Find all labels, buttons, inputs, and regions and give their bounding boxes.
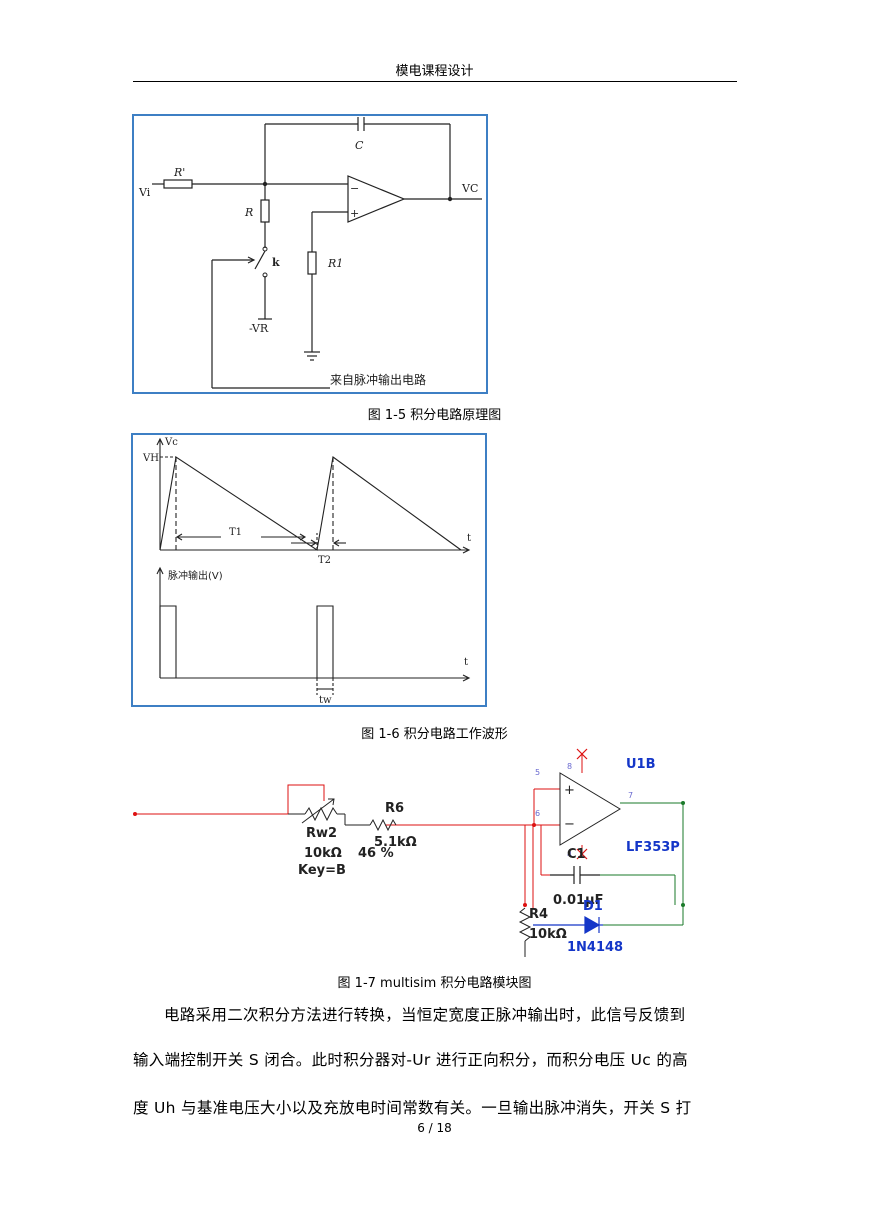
- label-rw2-key: Key=B: [298, 863, 346, 878]
- label-switch-k: k: [272, 256, 280, 269]
- figure2-caption: 图 1-6 积分电路工作波形: [361, 727, 508, 742]
- label-r6: R6: [385, 801, 404, 816]
- label-vi: Vi: [138, 186, 151, 199]
- label-vc-axis: Vc: [164, 437, 178, 448]
- label-rw2-value: 10kΩ: [304, 846, 342, 861]
- label-d1: D1: [583, 899, 603, 914]
- pin-5-label: 5: [535, 768, 540, 777]
- figure-waveforms: Vc VH T1 T2 t t tw 脉冲输出(V): [131, 433, 487, 707]
- label-neg-vr: -VR: [249, 322, 269, 335]
- figure3-caption: 图 1-7 multisim 积分电路模块图: [337, 976, 532, 991]
- label-t-lower: t: [464, 657, 468, 668]
- label-t-upper: t: [467, 533, 471, 544]
- label-r1: R1: [327, 257, 343, 270]
- label-u1b: U1B: [626, 757, 656, 772]
- opamp-minus-sign: −: [350, 182, 359, 195]
- label-vc: VC: [461, 182, 478, 195]
- label-pulse-source-note: 来自脉冲输出电路: [330, 372, 426, 387]
- figure1-caption: 图 1-5 积分电路原理图: [367, 408, 502, 423]
- pin-8-label: 8: [567, 762, 572, 771]
- label-r4-value: 10kΩ: [529, 927, 567, 942]
- pin-4-label: 4: [567, 850, 572, 859]
- label-c: C: [355, 139, 364, 152]
- label-vh: VH: [142, 453, 159, 464]
- opamp-plus-sign: +: [350, 207, 359, 220]
- label-c1: C1: [567, 847, 586, 862]
- label-c1-value: 0.01μF: [553, 893, 604, 908]
- label-lf353p: LF353P: [626, 840, 680, 855]
- figure-multisim-module: 5 6 7 8 4 + − Rw2 10kΩ Key=B 46 % R6 5.1…: [130, 745, 730, 965]
- page-header: 模电课程设计: [395, 64, 474, 79]
- figure-integrator-schematic: − + Vi R' C R k -VR R1 VC 来自脉冲输出电路: [132, 114, 488, 394]
- label-rw2-percent: 46 %: [358, 846, 394, 861]
- label-t1: T1: [229, 527, 242, 538]
- label-rw2: Rw2: [306, 826, 337, 841]
- pin-7-label: 7: [628, 791, 633, 800]
- header-rule: [133, 81, 737, 82]
- label-r6-value: 5.1kΩ: [374, 835, 417, 850]
- page-number: 6 / 18: [417, 1121, 452, 1135]
- label-r-prime: R': [173, 166, 185, 179]
- paragraph-line-3: 度 Uh 与基准电压大小以及充放电时间常数有关。一旦输出脉冲消失，开关 S 打: [133, 1099, 692, 1117]
- label-tw: tw: [319, 695, 332, 706]
- label-r4: R4: [529, 907, 548, 922]
- opamp-minus-input: −: [564, 817, 575, 832]
- paragraph-line-1: 电路采用二次积分方法进行转换，当恒定宽度正脉冲输出时，此信号反馈到: [164, 1006, 686, 1024]
- label-t2: T2: [318, 555, 331, 566]
- paragraph-line-2: 输入端控制开关 S 闭合。此时积分器对-Ur 进行正向积分，而积分电压 Uc 的…: [133, 1051, 688, 1069]
- label-pulse-output: 脉冲输出(V): [168, 569, 223, 582]
- opamp-plus-input: +: [564, 783, 575, 798]
- pin-6-label: 6: [535, 809, 540, 818]
- label-d1-part: 1N4148: [567, 940, 623, 955]
- label-r: R: [244, 206, 253, 219]
